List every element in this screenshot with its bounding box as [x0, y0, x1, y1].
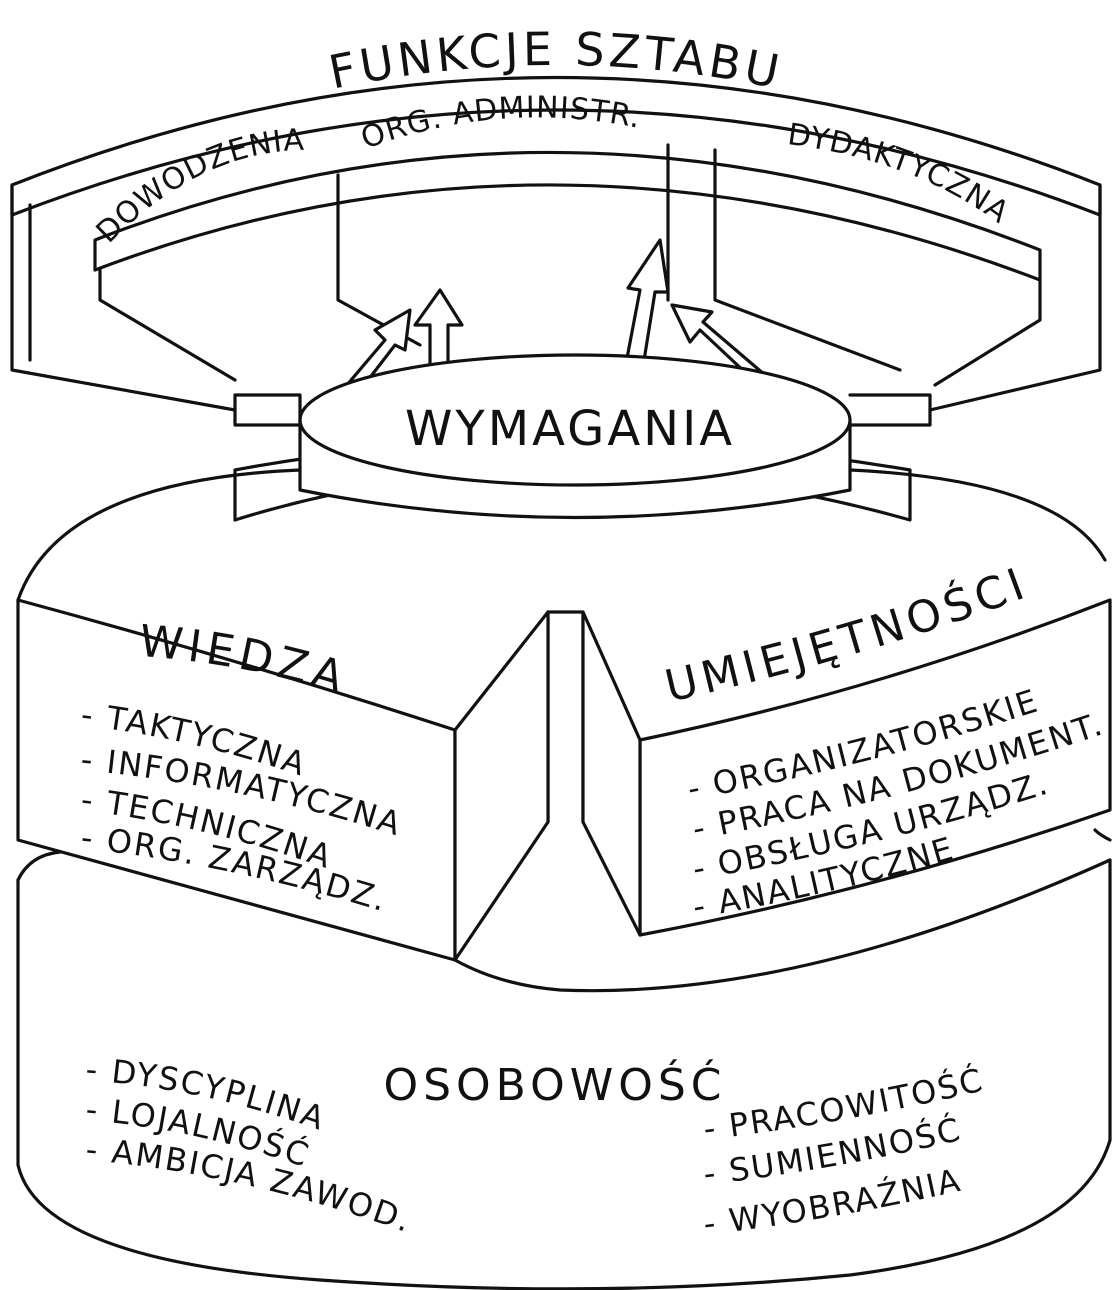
middle-tier-center-gap [546, 610, 585, 824]
right-block-side [581, 610, 642, 937]
center-connector-left [233, 393, 302, 427]
center-connector-right [848, 393, 932, 427]
middle-tier-top-edge [16, 468, 1107, 602]
left-block-side [453, 610, 550, 962]
base-top-edge [16, 828, 1112, 993]
base-title: OSOBOWOŚĆ [383, 1058, 726, 1111]
base-cylinder: OSOBOWOŚĆ - DYSCYPLINA - LOJALNOŚĆ - AMB… [16, 828, 1112, 1290]
right-block-face [638, 598, 1112, 937]
center-label: WYMAGANIA [405, 401, 735, 457]
divider-dowodzenia [98, 268, 237, 382]
center-cylinder: WYMAGANIA [233, 353, 932, 522]
top-arch: FUNKCJE SZTABU DOWODZENIA ORG. ADMINISTR… [10, 22, 1102, 412]
arch-left-wall [10, 183, 237, 412]
left-block: WIEDZA - TAKTYCZNA - INFORMATYCZNA - TEC… [16, 598, 550, 962]
right-block: UMIEJĘTNOŚCI - ORGANIZATORSKIE - PRACA N… [581, 558, 1112, 937]
base-bottom-edge [16, 1138, 1112, 1290]
divider-dyd-right [933, 278, 1042, 387]
arch-right-wall [928, 183, 1102, 412]
divider-dyd [713, 148, 902, 372]
